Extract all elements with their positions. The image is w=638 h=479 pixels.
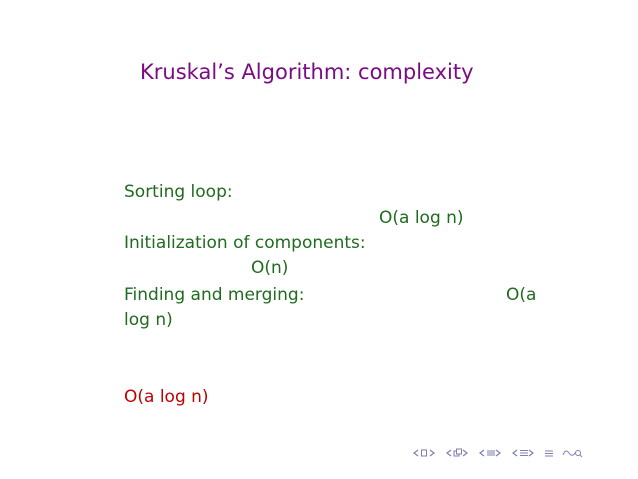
- section-prev-icon[interactable]: [478, 448, 486, 458]
- section-next-icon[interactable]: [494, 448, 502, 458]
- frame-next-icon[interactable]: [428, 448, 436, 458]
- body-line-finding-merging: Finding and merging:: [124, 285, 305, 305]
- section-navigation: [478, 448, 502, 458]
- search-navigation: [561, 448, 583, 458]
- slide-navigation: [511, 448, 535, 458]
- frame-prev-icon[interactable]: [412, 448, 420, 458]
- body-line-sorting-complexity: O(a log n): [379, 208, 464, 228]
- subsection-prev-icon[interactable]: [445, 448, 453, 458]
- slide-title: Kruskal’s Algorithm: complexity: [140, 60, 474, 84]
- slide-icon[interactable]: [519, 448, 528, 458]
- beamer-navigation-bar: [412, 446, 592, 460]
- frame-icon[interactable]: [420, 448, 428, 458]
- frame-navigation: [412, 448, 436, 458]
- search-icon[interactable]: [561, 448, 583, 458]
- total-complexity: O(a log n): [124, 387, 209, 407]
- subsection-next-icon[interactable]: [461, 448, 469, 458]
- align-navigation: [544, 448, 553, 458]
- body-line-initialization: Initialization of components:: [124, 233, 366, 253]
- body-line-finding-merging-complexity-start: O(a: [506, 285, 537, 305]
- body-line-initialization-complexity: O(n): [251, 258, 289, 278]
- align-icon[interactable]: [544, 448, 553, 458]
- body-line-sorting-loop: Sorting loop:: [124, 182, 233, 202]
- subsection-icon[interactable]: [453, 448, 462, 458]
- body-line-finding-merging-complexity-end: log n): [124, 310, 173, 330]
- section-icon[interactable]: [486, 448, 495, 458]
- subsection-navigation: [445, 448, 469, 458]
- slide-next-icon[interactable]: [527, 448, 535, 458]
- slide-prev-icon[interactable]: [511, 448, 519, 458]
